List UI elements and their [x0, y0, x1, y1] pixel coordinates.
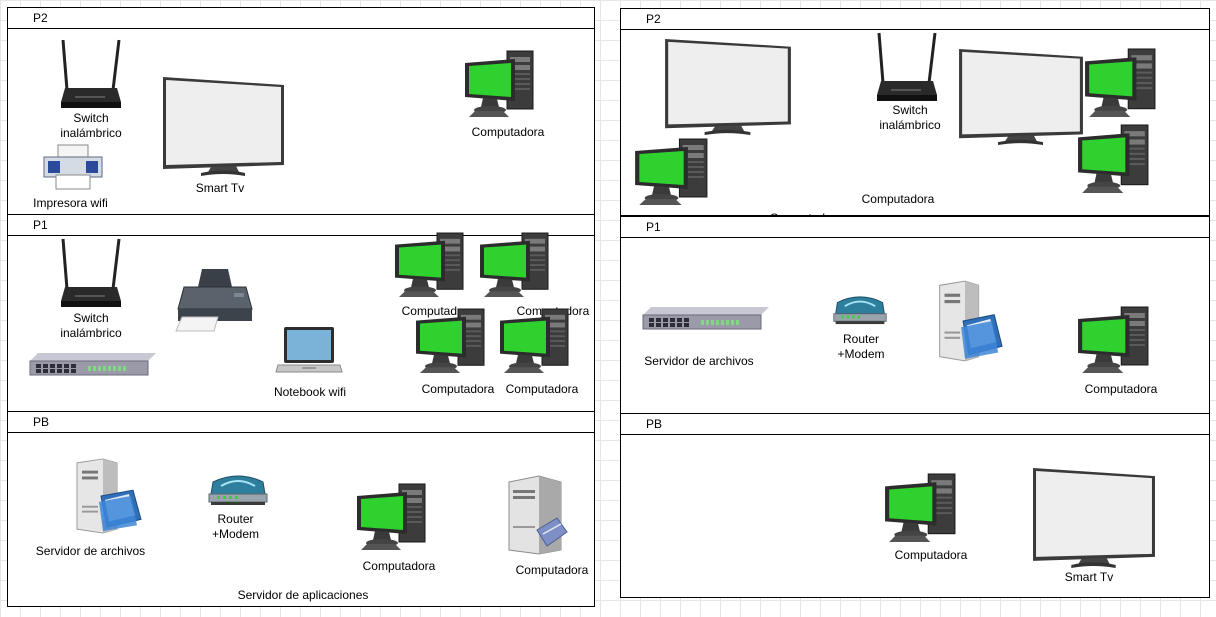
floor-title: PB — [33, 415, 50, 429]
printer-icon[interactable] — [38, 143, 108, 191]
computer-label: Computadora — [421, 382, 495, 396]
smart-tv-icon[interactable] — [1031, 466, 1157, 570]
wireless-router-icon[interactable] — [877, 31, 937, 103]
floor-pb-left: PB Servidor de archivos Router+Modem — [7, 411, 595, 607]
computer-icon[interactable] — [1076, 124, 1150, 195]
computer-icon[interactable] — [414, 308, 486, 375]
floor-pb-right: PB Computadora Smart Tv — [620, 413, 1210, 598]
computer-label: Computadora — [471, 125, 545, 139]
floor-title: P2 — [33, 11, 48, 25]
smart-tv-icon[interactable] — [161, 75, 286, 178]
floor-title: P1 — [646, 220, 661, 234]
file-server-label: Servidor de archivos — [35, 544, 146, 558]
computer-label: Computadora — [401, 304, 475, 318]
floor-title: P1 — [33, 218, 48, 232]
file-server-icon[interactable] — [926, 279, 1004, 363]
smart-tv-label: Smart Tv — [195, 181, 245, 195]
computer-label: Computadora — [505, 382, 579, 396]
router-label: Router+Modem — [837, 332, 885, 361]
computer-icon[interactable] — [1076, 306, 1150, 375]
floor-header: P1 — [621, 217, 1209, 238]
floor-header: PB — [8, 412, 594, 433]
computer-label: Computadora — [894, 548, 968, 562]
router-modem-icon[interactable] — [832, 295, 888, 325]
network-switch-icon[interactable] — [641, 307, 769, 331]
smart-tv-icon[interactable] — [957, 47, 1085, 147]
wireless-router-icon[interactable] — [61, 237, 121, 309]
computer-label: Computadora — [1084, 382, 1158, 396]
app-server-label: Servidor de aplicaciones — [237, 588, 369, 602]
computer-icon[interactable] — [1083, 48, 1157, 119]
floor-header: PB — [621, 414, 1209, 435]
router-modem-icon[interactable] — [207, 474, 269, 506]
notebook-label: Notebook wifi — [273, 385, 347, 399]
printer-label: Impresora wifi — [33, 196, 108, 210]
computer-icon[interactable] — [355, 483, 427, 552]
computer-icon[interactable] — [393, 232, 465, 299]
computer-icon[interactable] — [478, 232, 550, 299]
floor-header: P2 — [8, 8, 594, 29]
printer-icon[interactable] — [174, 267, 254, 333]
file-server-icon[interactable] — [63, 457, 143, 535]
clipped-computer-label: Computadora — [761, 211, 851, 217]
computer-label: Computadora — [861, 192, 935, 206]
floor-header: P1 — [8, 215, 594, 236]
floor-header: P2 — [621, 9, 1209, 30]
floor-p1-right: P1 Servidor de archivos Router+Modem — [620, 216, 1210, 414]
computer-label: Computadora — [362, 559, 436, 573]
application-server-icon[interactable] — [503, 474, 568, 555]
wireless-router-icon[interactable] — [61, 38, 121, 110]
file-server-label: Servidor de archivos — [644, 354, 754, 368]
network-switch-icon[interactable] — [28, 353, 156, 377]
router-label: Router+Modem — [211, 512, 260, 541]
laptop-icon[interactable] — [275, 325, 343, 375]
server-label: Computadora — [515, 563, 589, 577]
computer-icon[interactable] — [498, 308, 570, 375]
floor-title: P2 — [646, 12, 661, 26]
computer-icon[interactable] — [633, 138, 709, 207]
computer-icon[interactable] — [883, 473, 957, 544]
floor-title: PB — [646, 417, 663, 431]
computer-icon[interactable] — [463, 50, 535, 119]
smart-tv-icon[interactable] — [663, 37, 793, 137]
smart-tv-label: Smart Tv — [1064, 570, 1114, 584]
